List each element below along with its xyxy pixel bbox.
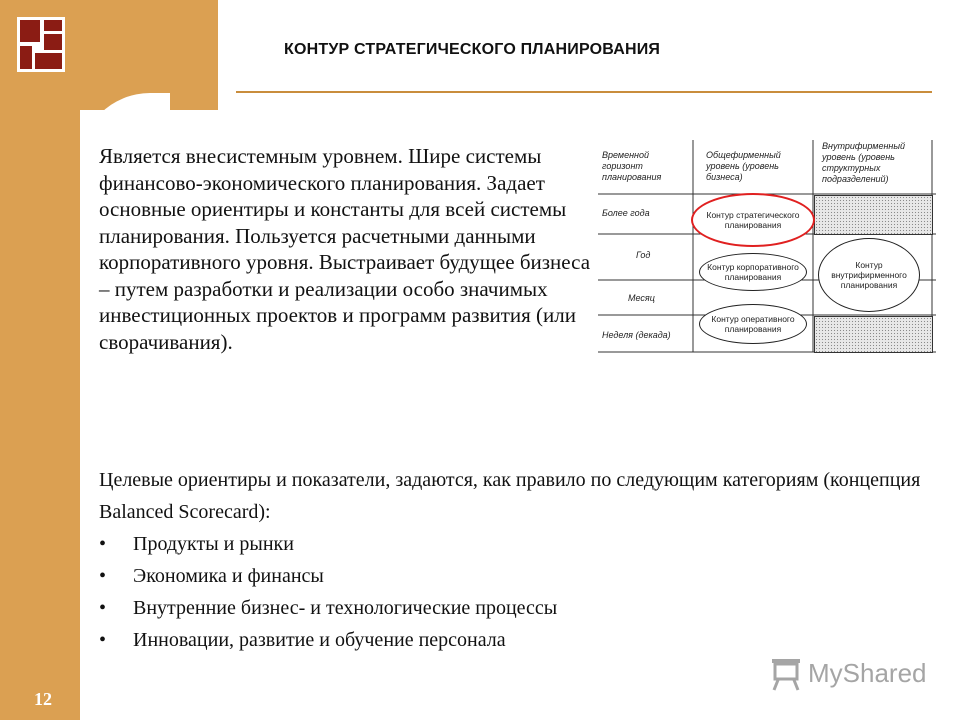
strategic-contour-oval: Контур стратегического планирования <box>691 193 815 247</box>
bullet-icon: • <box>99 565 107 587</box>
diagram-row-label: Год <box>636 250 651 260</box>
list-item: • Продукты и рынки <box>99 528 949 560</box>
page-number: 12 <box>34 689 52 709</box>
logo-icon <box>17 17 65 72</box>
list-item: • Экономика и финансы <box>99 560 949 592</box>
diagram-row-label: Месяц <box>628 293 655 303</box>
diagram-row-label: Более года <box>602 208 650 218</box>
list-item-text: Экономика и финансы <box>133 565 324 587</box>
bullet-icon: • <box>99 629 107 651</box>
left-accent-bar <box>0 0 80 720</box>
list-item-text: Внутренние бизнес- и технологические про… <box>133 597 558 619</box>
slide-title: КОНТУР СТРАТЕГИЧЕСКОГО ПЛАНИРОВАНИЯ <box>284 41 661 58</box>
diagram-header-horizon: Временной горизонт планирования <box>602 150 662 182</box>
list-item: • Внутренние бизнес- и технологические пр… <box>99 592 949 624</box>
bullet-icon: • <box>99 597 107 619</box>
watermark-text: MyShared <box>808 658 927 688</box>
watermark: MyShared <box>768 656 928 692</box>
intrafirm-contour-oval: Контур внутрифирменного планирования <box>818 238 920 312</box>
list-item-text: Продукты и рынки <box>133 533 294 555</box>
list-item: • Инновации, развитие и обучение персонал… <box>99 624 949 656</box>
presentation-board-icon <box>772 659 800 691</box>
diagram-shaded-cell <box>814 195 933 235</box>
description-paragraph: Является внесистемным уровнем. Шире сист… <box>99 144 591 354</box>
diagram-header-intrafirm-level: Внутрифирменный уровень (уровень структу… <box>822 141 905 184</box>
corporate-contour-oval: Контур корпоративного планирования <box>699 253 807 291</box>
target-categories-block: Целевые ориентиры и показатели, задаются… <box>99 464 949 656</box>
diagram-header-firm-level: Общефирменный уровень (уровень бизнеса) <box>706 150 781 182</box>
bullet-icon: • <box>99 533 107 555</box>
diagram-row-label: Неделя (декада) <box>602 330 671 340</box>
target-categories-intro: Целевые ориентиры и показатели, задаются… <box>99 469 921 523</box>
operative-contour-oval: Контур оперативного планирования <box>699 304 807 344</box>
diagram-shaded-cell <box>814 316 933 353</box>
planning-contours-diagram: Временной горизонт планирования Общефирм… <box>596 140 936 355</box>
title-underline <box>236 91 932 93</box>
top-accent-bar <box>80 0 218 110</box>
target-categories-list: • Продукты и рынки • Экономика и финансы •… <box>99 528 949 656</box>
list-item-text: Инновации, развитие и обучение персонала <box>133 629 506 651</box>
